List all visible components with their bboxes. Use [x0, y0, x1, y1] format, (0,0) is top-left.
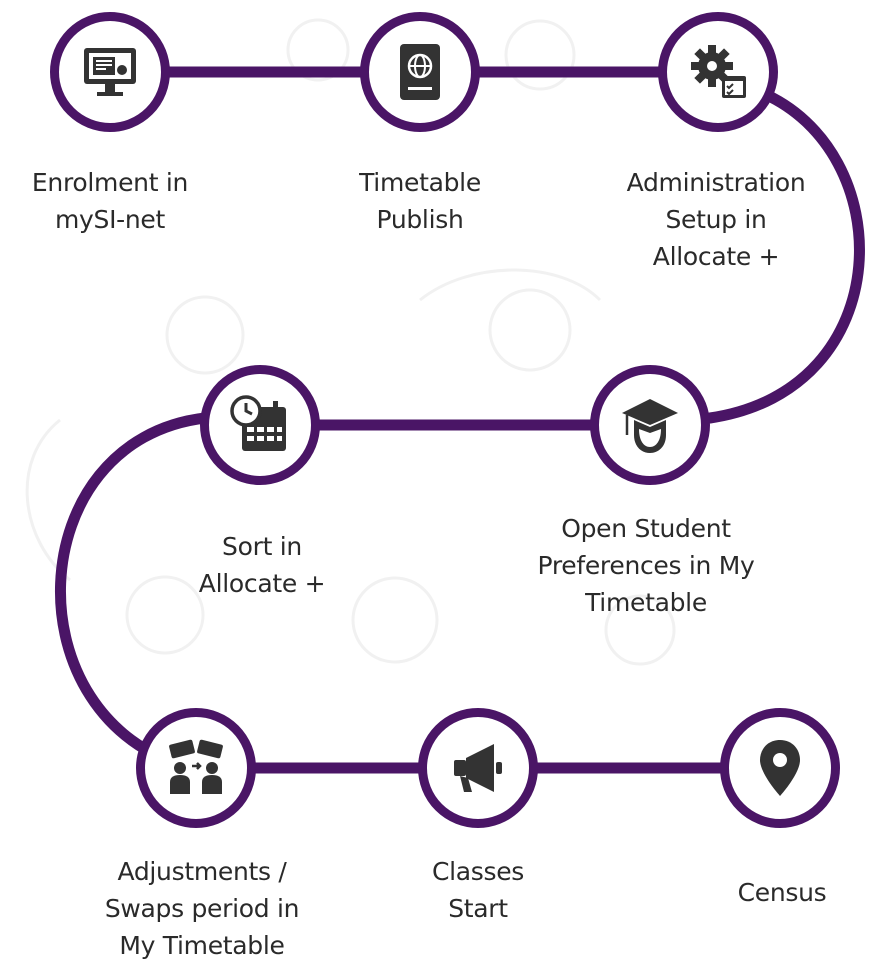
- people-swap-icon: [169, 739, 223, 794]
- step-label-timetable-publish: Timetable Publish: [359, 168, 481, 234]
- step-label-classes-start: Classes Start: [431, 857, 525, 923]
- step-enrolment: [50, 12, 170, 132]
- gear-checklist-icon: [691, 45, 746, 98]
- step-student-preferences: [590, 365, 710, 485]
- step-timetable-publish: [360, 12, 480, 132]
- step-label-adjustments: Adjustments / Swaps period in My Timetab…: [104, 857, 300, 960]
- step-admin-setup: [658, 12, 778, 132]
- step-label-sort: Sort in Allocate +: [198, 532, 326, 598]
- graduate-icon: [622, 399, 678, 453]
- monitor-icon: [84, 48, 136, 96]
- step-label-admin-setup: Administration Setup in Allocate +: [626, 168, 806, 271]
- background-decoration: [25, 18, 676, 666]
- step-classes-start: [418, 708, 538, 828]
- step-label-census: Census: [737, 878, 827, 907]
- passport-globe-icon: [400, 44, 440, 100]
- step-sort: [200, 365, 320, 485]
- step-label-student-preferences: Open Student Preferences in My Timetable: [537, 514, 755, 617]
- calendar-clock-icon: [230, 395, 286, 451]
- megaphone-icon: [454, 744, 502, 792]
- location-pin-icon: [760, 740, 800, 796]
- step-adjustments: [136, 708, 256, 828]
- step-label-enrolment: Enrolment in mySI-net: [31, 168, 189, 234]
- step-census: [720, 708, 840, 828]
